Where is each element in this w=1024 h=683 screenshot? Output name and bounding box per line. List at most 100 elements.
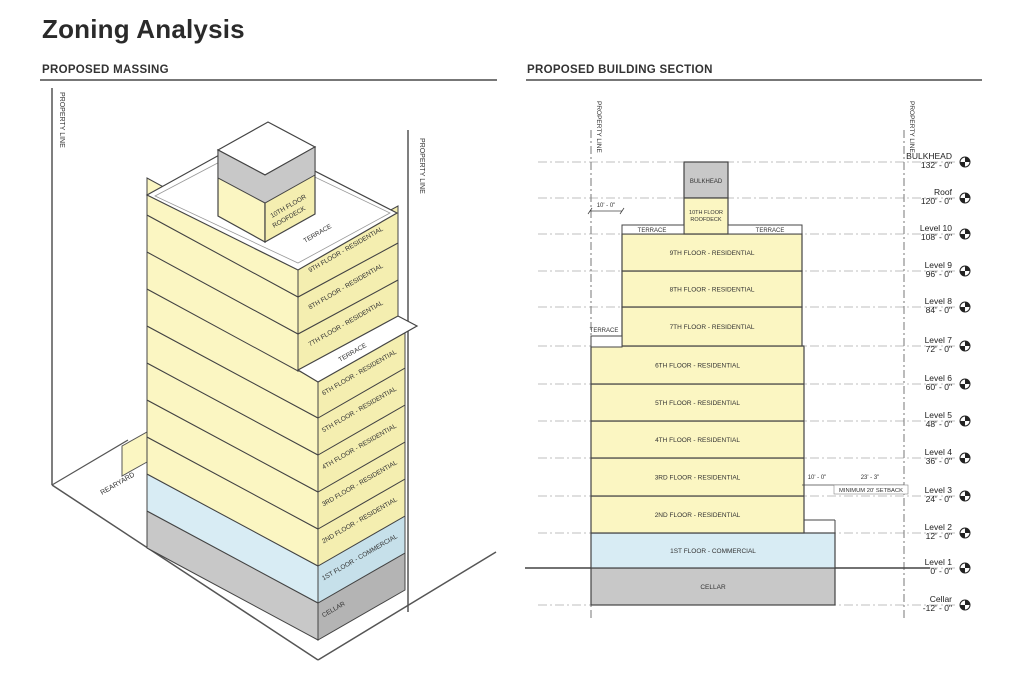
section-floor-label-2: 2ND FLOOR - RESIDENTIAL (655, 512, 741, 519)
section-level-name-12: Cellar (930, 594, 952, 604)
section-dim-top-label: 10' - 0" (597, 203, 616, 209)
massing-ground-right-line (317, 551, 497, 661)
section-level-elev-12: -12' - 0" (923, 603, 952, 613)
section-level-marker-fill-b-1 (960, 198, 965, 203)
section-level-elev-0: 132' - 0" (921, 160, 952, 170)
section-property-line-label-right: PROPERTY LINE (908, 101, 915, 153)
section-level-marker-fill-b-11 (960, 568, 965, 573)
section-level-marker-fill-a-8 (965, 453, 970, 458)
section-terrace-lower (590, 335, 623, 348)
section-level-marker-fill-b-12 (960, 605, 965, 610)
massing-ground-front-line (51, 484, 319, 661)
section-level-elev-2: 108' - 0" (921, 232, 952, 242)
section-floor-1 (590, 532, 836, 569)
section-floor-label-4: 4TH FLOOR - RESIDENTIAL (655, 437, 740, 444)
section-terrace-label-lower: TERRACE (590, 328, 619, 334)
section-bulkhead-label: BULKHEAD (690, 179, 723, 185)
section-level-marker-fill-b-9 (960, 496, 965, 501)
section-level-marker-fill-b-6 (960, 384, 965, 389)
massing-title-rule (40, 79, 497, 81)
section-level-marker-fill-a-11 (965, 563, 970, 568)
section-floor-label-5: 5TH FLOOR - RESIDENTIAL (655, 400, 740, 407)
section-roofdeck-label-1: 10TH FLOOR (689, 210, 723, 216)
section-level-marker-fill-b-10 (960, 533, 965, 538)
section-roof-terrace-right (727, 224, 803, 235)
section-level-marker-fill-a-10 (965, 528, 970, 533)
section-level-marker-fill-a-0 (965, 157, 970, 162)
section-roof-terrace-left (621, 224, 685, 235)
section-level-name-3: Level 9 (925, 260, 953, 270)
section-floor-label-7: 7TH FLOOR - RESIDENTIAL (670, 324, 755, 331)
section-level-name-4: Level 8 (925, 296, 953, 306)
section-bulkhead (683, 161, 729, 199)
section-dim-rear-label: 10' - 0" (808, 475, 827, 481)
section-level-name-1: Roof (934, 187, 953, 197)
section-level-marker-fill-b-7 (960, 421, 965, 426)
section-level-marker-fill-a-3 (965, 266, 970, 271)
section-floor-7 (621, 306, 803, 347)
section-level-elev-8: 36' - 0" (926, 456, 952, 466)
page-title: Zoning Analysis (42, 14, 245, 44)
section-property-line-label-left: PROPERTY LINE (595, 101, 602, 153)
section-level-name-9: Level 3 (925, 485, 953, 495)
massing-terrace (296, 315, 419, 383)
section-title-rule (526, 79, 982, 81)
section-level-marker-fill-a-2 (965, 229, 970, 234)
section-level-marker-fill-b-0 (960, 162, 965, 167)
section-floor-5 (590, 383, 805, 422)
section-level-elev-1: 120' - 0" (921, 196, 952, 206)
section-level-elev-3: 96' - 0" (926, 269, 952, 279)
section-terrace-label-left: TERRACE (638, 228, 667, 234)
section-level-marker-fill-b-2 (960, 234, 965, 239)
section-floor-9 (621, 233, 803, 272)
section-level-marker-fill-b-4 (960, 307, 965, 312)
section-level-name-5: Level 7 (925, 335, 953, 345)
section-floor-label-6: 6TH FLOOR - RESIDENTIAL (655, 363, 740, 370)
massing-rearyard-line (51, 439, 129, 486)
section-level-elev-10: 12' - 0" (926, 531, 952, 541)
section-level-name-7: Level 5 (925, 410, 953, 420)
section-floor-label-0: CELLAR (700, 584, 726, 591)
massing-panel-title: PROPOSED MASSING (42, 64, 169, 76)
section-level-marker-fill-a-1 (965, 193, 970, 198)
section-level-marker-fill-b-3 (960, 271, 965, 276)
section-level-elev-6: 60' - 0" (926, 382, 952, 392)
massing-bulkhead-band (217, 146, 316, 204)
section-level-elev-5: 72' - 0" (926, 344, 952, 354)
section-setback-box (833, 484, 909, 495)
section-level-marker-fill-a-7 (965, 416, 970, 421)
section-level-elev-11: 0' - 0" (930, 566, 952, 576)
section-roofdeck (683, 197, 729, 235)
section-level-name-2: Level 10 (920, 223, 952, 233)
section-level-marker-fill-b-5 (960, 346, 965, 351)
section-dim-top-tick-2 (619, 207, 625, 215)
section-floor-label-1: 1ST FLOOR - COMMERCIAL (670, 548, 756, 555)
section-level-marker-fill-a-4 (965, 302, 970, 307)
massing-floor-side-9 (297, 205, 399, 298)
section-level-elev-4: 84' - 0" (926, 305, 952, 315)
section-level-marker-fill-b-8 (960, 458, 965, 463)
section-floor-label-8: 8TH FLOOR - RESIDENTIAL (670, 287, 755, 294)
section-dim-front-label: 23' - 3" (861, 475, 880, 481)
section-level-elev-7: 48' - 0" (926, 419, 952, 429)
section-level-name-0: BULKHEAD (906, 151, 952, 161)
section-floor-label-9: 9TH FLOOR - RESIDENTIAL (670, 250, 755, 257)
section-level-name-6: Level 6 (925, 373, 953, 383)
massing-property-line-label-left: PROPERTY LINE (58, 92, 65, 148)
section-level-marker-fill-a-6 (965, 379, 970, 384)
section-level-name-10: Level 2 (925, 522, 953, 532)
section-floor-label-3: 3RD FLOOR - RESIDENTIAL (655, 475, 741, 482)
section-level-elev-9: 24' - 0" (926, 494, 952, 504)
section-floor-6 (590, 345, 805, 385)
section-level-name-8: Level 4 (925, 447, 953, 457)
section-panel-title: PROPOSED BUILDING SECTION (527, 64, 713, 76)
section-level-marker-fill-a-12 (965, 600, 970, 605)
section-roofdeck-label-2: ROOFDECK (690, 217, 722, 223)
section-floor-3 (590, 457, 805, 497)
massing-property-line-label-right: PROPERTY LINE (418, 138, 425, 194)
section-level-marker-fill-a-5 (965, 341, 970, 346)
section-dim-top-tick-1 (587, 207, 593, 215)
section-level-name-11: Level 1 (925, 557, 953, 567)
